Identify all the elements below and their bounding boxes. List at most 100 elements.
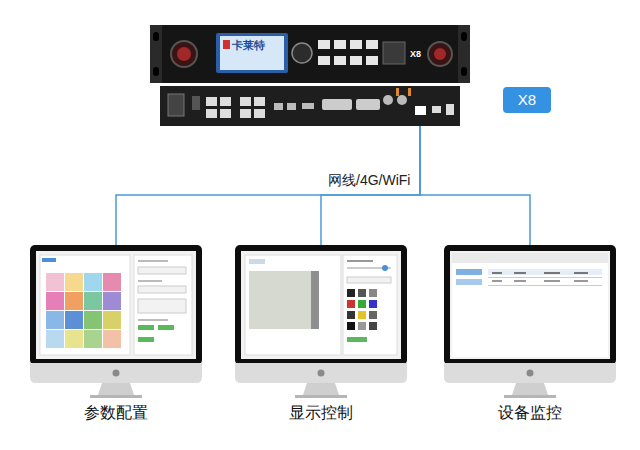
processor-rear [206, 109, 217, 118]
processor-front [334, 56, 346, 65]
processor-rear [240, 97, 251, 106]
monitor-display [235, 245, 407, 398]
monitor-monitoring [492, 272, 502, 274]
monitor-params [65, 273, 83, 291]
processor-rear [415, 106, 426, 115]
processor-front [350, 40, 362, 49]
monitor-params [46, 292, 64, 310]
monitor-params [103, 292, 121, 310]
processor-front [383, 42, 405, 64]
processor-front [153, 67, 159, 76]
monitor-params [138, 319, 168, 321]
monitor-node: 参数配置 [30, 245, 202, 423]
monitor-monitoring [452, 253, 608, 263]
processor-rear [240, 109, 251, 118]
monitor-params [46, 273, 64, 291]
monitor-params [65, 311, 83, 329]
monitor-params [84, 273, 102, 291]
brand-logo-text: 卡莱特 [232, 39, 265, 51]
processor-rear [397, 95, 407, 105]
processor-front [150, 25, 470, 83]
monitor-node: 显示控制 [235, 245, 407, 423]
monitor-params [138, 286, 186, 293]
processor-front [220, 36, 284, 70]
connection-label: 网线/4G/WiFi [326, 172, 412, 189]
processor-rear [220, 109, 231, 118]
processor-front [461, 67, 467, 76]
monitor-caption: 显示控制 [235, 403, 407, 423]
monitor-monitoring [444, 245, 616, 398]
monitor-caption: 设备监控 [444, 403, 616, 423]
monitor-display [358, 322, 366, 330]
processor-rear [274, 103, 283, 110]
monitor-display [311, 271, 319, 329]
processor-rear [160, 86, 460, 126]
monitor-params [65, 330, 83, 348]
monitor-display [235, 245, 407, 398]
monitor-display [369, 311, 377, 319]
network-connector [321, 126, 420, 245]
monitor-params [42, 258, 56, 262]
processor-front [458, 25, 470, 83]
processor-front [150, 25, 162, 83]
monitor-display [347, 322, 355, 330]
monitor-monitoring [574, 272, 588, 274]
monitor-monitoring [492, 280, 502, 282]
monitor-params [138, 280, 162, 282]
monitor-monitoring [514, 280, 526, 282]
processor-rear [322, 99, 352, 110]
monitor-params [84, 330, 102, 348]
processor-front [153, 32, 159, 41]
processor-rear [383, 95, 393, 105]
monitor-params [138, 325, 154, 330]
monitor-display [347, 277, 391, 283]
monitor-node: 设备监控 [444, 245, 616, 423]
monitor-monitoring [574, 280, 588, 282]
processor-front [434, 48, 446, 60]
monitor-display [369, 322, 377, 330]
monitor-params [84, 311, 102, 329]
monitor-monitoring [444, 245, 616, 398]
network-connector [116, 126, 420, 245]
monitor-params [30, 245, 202, 398]
model-badge: X8 [503, 87, 551, 113]
processor-device: 卡莱特 X8 [150, 25, 470, 126]
processor-rear [206, 97, 217, 106]
monitor-display [245, 255, 341, 355]
processor-front [223, 40, 230, 49]
monitor-display [369, 289, 377, 297]
monitor-params [46, 330, 64, 348]
processor-front [292, 43, 312, 63]
processor-front [318, 56, 330, 65]
monitor-params [65, 292, 83, 310]
processor-front [177, 47, 191, 61]
processor-front [318, 40, 330, 49]
processor-rear [287, 103, 296, 110]
processor-rear [408, 88, 411, 96]
processor-rear [356, 99, 380, 110]
monitor-monitoring [488, 269, 602, 275]
monitor-params [138, 267, 186, 274]
monitor-display [347, 260, 373, 262]
processor-rear [446, 104, 454, 115]
monitor-params [103, 311, 121, 329]
monitor-params [46, 311, 64, 329]
processor-rear [254, 97, 265, 106]
monitor-monitoring [488, 285, 602, 286]
monitor-display [347, 289, 355, 297]
model-text: X8 [410, 50, 421, 60]
processor-rear [220, 97, 231, 106]
badge-text: X8 [518, 91, 536, 109]
monitor-display [347, 300, 355, 308]
monitor-params [84, 292, 102, 310]
monitor-monitoring [514, 272, 526, 274]
monitor-params [30, 245, 202, 398]
monitor-params [103, 330, 121, 348]
processor-front [350, 56, 362, 65]
monitor-monitoring [488, 277, 602, 278]
monitor-monitoring [544, 280, 560, 282]
processor-rear [432, 106, 441, 113]
monitor-display [343, 255, 397, 355]
monitor-display [347, 311, 355, 319]
